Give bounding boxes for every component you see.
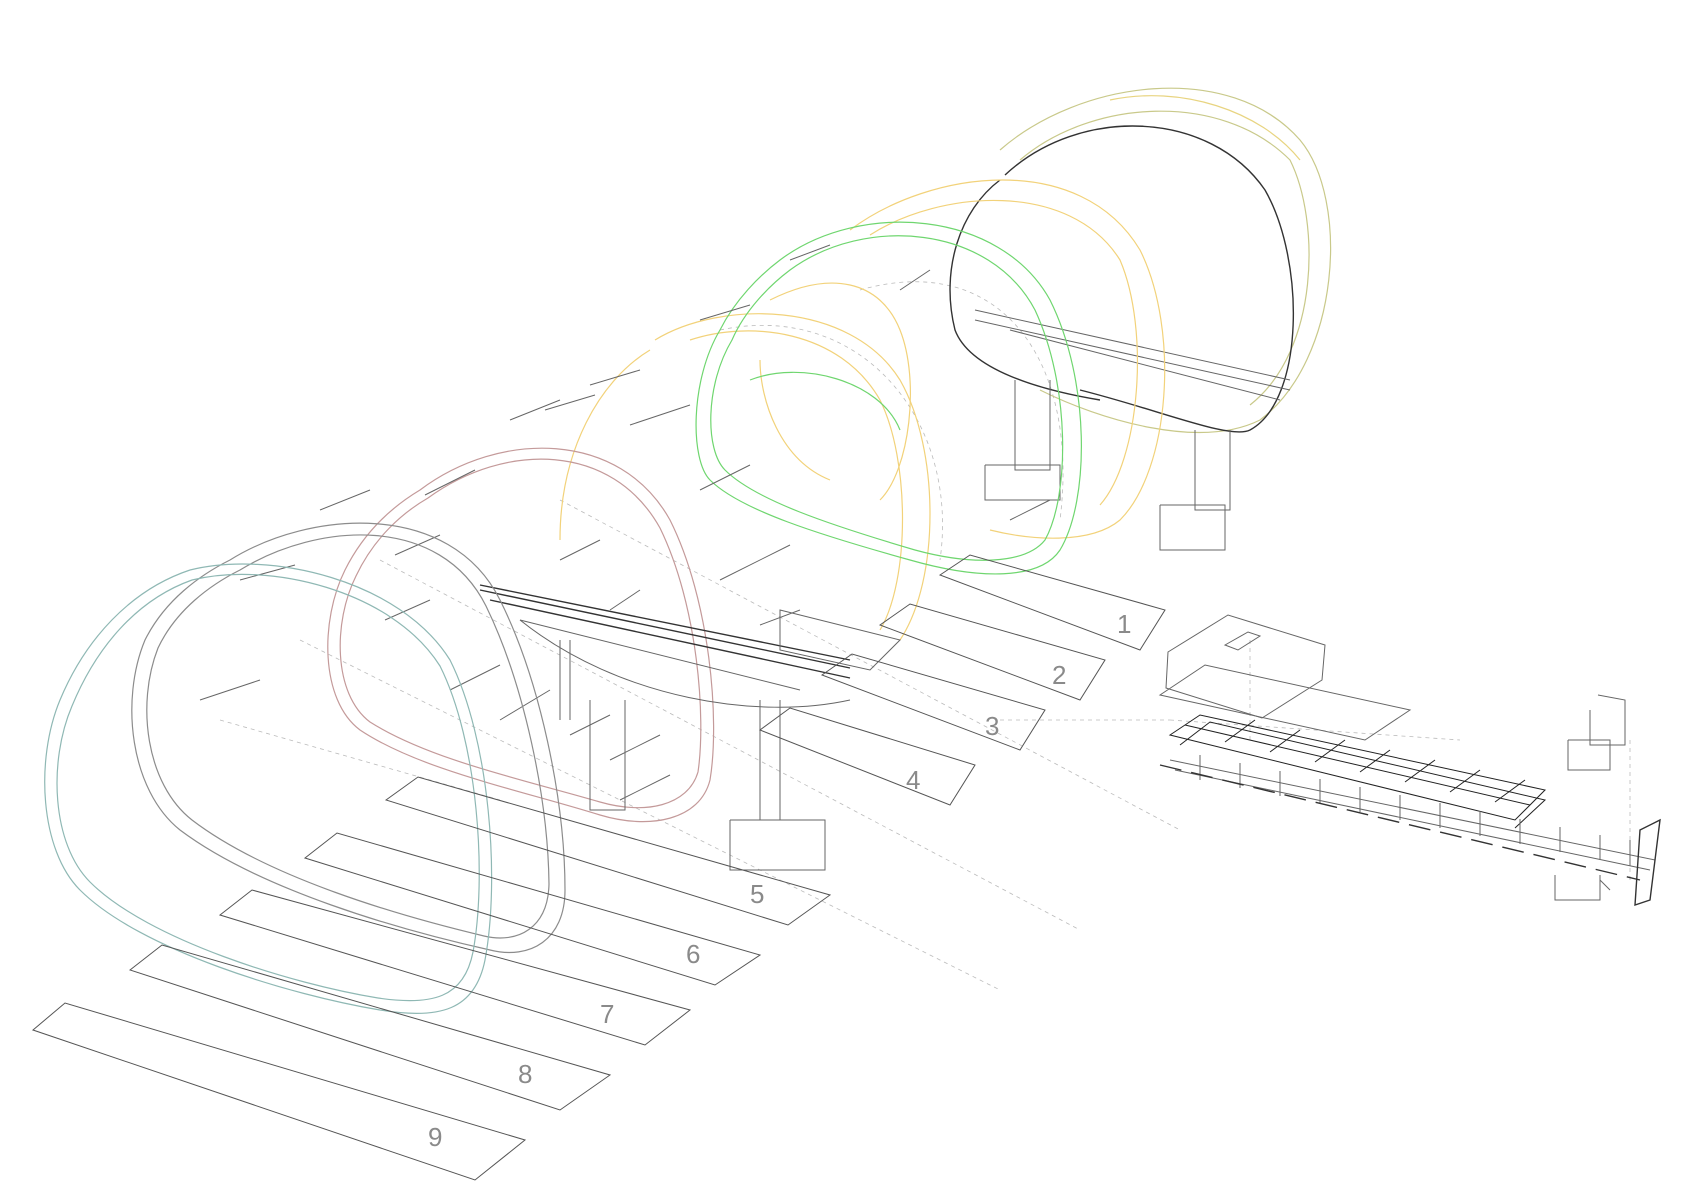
layer-plate-9 bbox=[32, 1002, 527, 1181]
layer-label-4: 4 bbox=[906, 765, 920, 795]
layer-plate-2 bbox=[878, 603, 1106, 701]
exploded-components-right bbox=[1158, 614, 1661, 906]
deck-slats bbox=[1169, 755, 1656, 871]
rib-teal bbox=[44, 563, 493, 1015]
layer-plate-7 bbox=[218, 889, 692, 1046]
layer-label-2: 2 bbox=[1052, 660, 1066, 690]
layer-label-7: 7 bbox=[600, 999, 614, 1029]
rib-olive bbox=[999, 87, 1332, 433]
layer-plate-6 bbox=[303, 832, 762, 986]
layer-label-9: 9 bbox=[428, 1122, 442, 1152]
layer-plates bbox=[32, 554, 1166, 1181]
layer-label-8: 8 bbox=[518, 1059, 532, 1089]
rib-green bbox=[695, 221, 1082, 575]
layer-plate-4 bbox=[758, 707, 976, 806]
rib-yellow bbox=[559, 179, 1166, 641]
layer-label-6: 6 bbox=[686, 939, 700, 969]
frame-dark-back bbox=[949, 125, 1295, 551]
rib-rose bbox=[327, 447, 715, 823]
rib-grey bbox=[131, 522, 566, 954]
deck-front bbox=[479, 584, 901, 871]
layer-plate-1 bbox=[938, 554, 1166, 651]
layer-plate-8 bbox=[128, 944, 612, 1111]
purlins bbox=[199, 244, 1051, 801]
deck-grid bbox=[1168, 714, 1547, 829]
layer-label-1: 1 bbox=[1117, 609, 1131, 639]
layer-label-3: 3 bbox=[985, 711, 999, 741]
layer-labels: 1 2 3 4 5 6 7 8 9 bbox=[428, 609, 1131, 1152]
layer-plate-3 bbox=[820, 653, 1046, 751]
layer-plate-5 bbox=[384, 776, 832, 926]
layer-label-5: 5 bbox=[750, 879, 764, 909]
